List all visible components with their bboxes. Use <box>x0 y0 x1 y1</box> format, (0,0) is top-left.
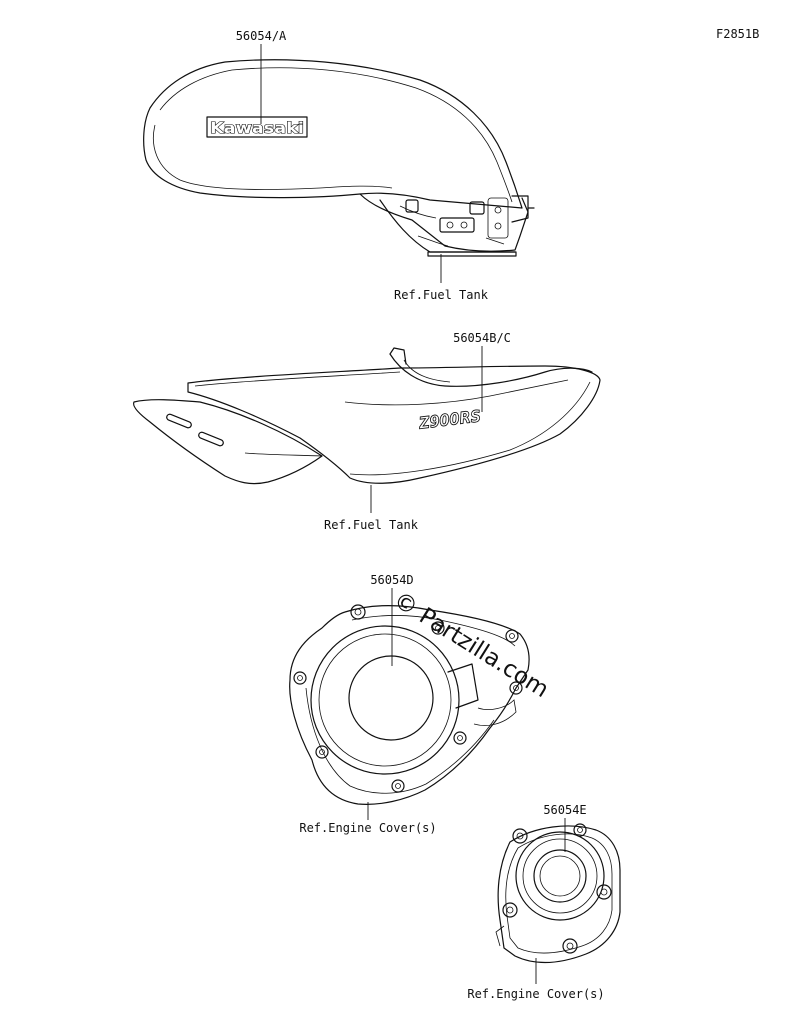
fuel-tank-top-illustration <box>143 59 535 257</box>
ref-label-engine-cover-2: Ref.Engine Cover(s) <box>467 987 604 1001</box>
watermark: © Partzilla.com <box>389 587 553 703</box>
ref-label-fuel-tank-1: Ref.Fuel Tank <box>394 288 489 302</box>
engine-cover-d-illustration <box>289 604 530 805</box>
kawasaki-logo: Kawasaki <box>210 119 304 137</box>
part-number-56054d: 56054D <box>370 573 413 587</box>
z900rs-logo: Z900RS <box>417 406 482 433</box>
ref-label-fuel-tank-2: Ref.Fuel Tank <box>324 518 419 532</box>
figure-code: F2851B <box>716 27 759 41</box>
ref-label-engine-cover-1: Ref.Engine Cover(s) <box>299 821 436 835</box>
part-number-56054e: 56054E <box>543 803 586 817</box>
fuel-tank-side-illustration <box>133 347 601 485</box>
kawasaki-logo-plate <box>206 116 308 138</box>
part-number-56054a: 56054/A <box>236 29 287 43</box>
part-number-56054bc: 56054B/C <box>453 331 511 345</box>
engine-cover-e-illustration <box>495 823 621 964</box>
